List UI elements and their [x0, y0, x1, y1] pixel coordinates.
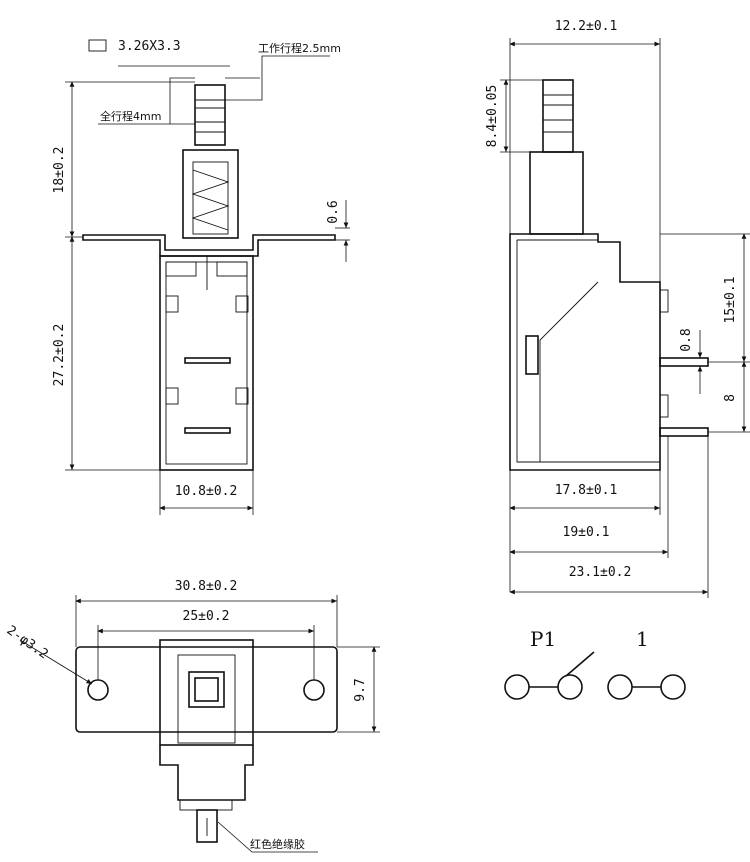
dim-8: 8: [723, 394, 738, 402]
terminal-circle-3: [607, 674, 633, 700]
dim-30-8: 30.8±0.2: [175, 579, 238, 594]
terminal-circle-2: [557, 674, 583, 700]
terminal-lower: [659, 427, 709, 437]
dim-27-2: 27.2±0.2: [52, 324, 67, 387]
schematic-label-1: 1: [636, 627, 649, 651]
work-travel-leader: [225, 55, 330, 101]
side-body: [509, 233, 661, 471]
red-insulation-tab: [196, 809, 218, 843]
actuator-square-outer: [188, 671, 225, 708]
contact-slot-lower: [184, 427, 231, 434]
mounting-hole-right: [303, 679, 325, 701]
dim-19: 19±0.1: [563, 525, 610, 540]
side-view: 12.2±0.1 8.4±0.05 15±0.1 0.8 8 17.8±0.1 …: [485, 19, 750, 598]
switch-schematic: P1 1: [504, 627, 686, 700]
bottom-body: [159, 639, 254, 746]
hole-leader: [19, 639, 93, 685]
actuator-square-inner: [194, 677, 219, 702]
dim-25: 25±0.2: [183, 609, 230, 624]
dim-23-1: 23.1±0.2: [569, 565, 632, 580]
dim-18: 18±0.2: [52, 147, 67, 194]
dim-0-8: 0.8: [679, 328, 694, 351]
side-upper-housing: [529, 151, 584, 235]
terminal-upper: [659, 357, 709, 367]
hole-label: 2-φ3.2: [4, 623, 51, 662]
dim-17-8: 17.8±0.1: [555, 483, 618, 498]
dim-10-8: 10.8±0.2: [175, 484, 238, 499]
dim-9-7: 9.7: [353, 678, 368, 701]
full-travel-leader: [98, 77, 195, 125]
size-label: 3.26X3.3: [118, 39, 181, 54]
contact-slot-upper: [184, 357, 231, 364]
front-view: 3.26X3.3 18±0.2 27.2±0.2: [52, 39, 350, 515]
dim-15: 15±0.1: [723, 277, 738, 324]
switch-body: [159, 255, 254, 471]
dim-0-6: 0.6: [326, 200, 341, 223]
size-symbol: [88, 39, 107, 52]
terminal-circle-1: [504, 674, 530, 700]
actuator-shaft: [194, 84, 226, 146]
insulation-label: 红色绝缘胶: [250, 837, 305, 851]
spring-housing: [182, 149, 239, 239]
side-latch: [525, 335, 539, 375]
schematic-label-p1: P1: [530, 627, 556, 651]
dim-8-4: 8.4±0.05: [485, 85, 500, 148]
dim-12-2: 12.2±0.1: [555, 19, 618, 34]
work-travel-label: 工作行程2.5mm: [258, 42, 341, 55]
spring: [191, 169, 230, 231]
bottom-bracket: [75, 646, 338, 733]
bottom-view: 30.8±0.2 25±0.2 9.7 2-φ3.2 红色绝缘胶: [4, 579, 380, 853]
terminal-circle-4: [660, 674, 686, 700]
full-travel-label: 全行程4mm: [100, 109, 161, 123]
insulation-leader: [217, 821, 318, 853]
switch-lever: [565, 651, 595, 677]
side-actuator: [542, 79, 574, 153]
